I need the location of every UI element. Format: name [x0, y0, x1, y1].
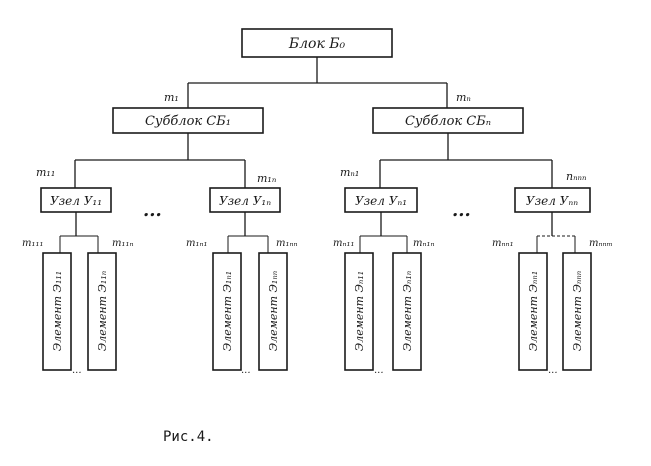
element-label: Элемент Эₙₙ₁: [527, 271, 540, 351]
ellipsis: ...: [143, 200, 162, 221]
ellipsis: ...: [452, 200, 471, 221]
weight-label: mₙ₁ₙ: [413, 238, 435, 249]
element-label: Элемент Э₁₁₁: [51, 271, 64, 351]
element-box: [87, 252, 117, 371]
ellipsis: ...: [72, 365, 82, 376]
node-label: Узел У₁ₙ: [219, 194, 271, 208]
weight-label: mₙₙₘ: [589, 238, 613, 249]
element-box: [562, 252, 592, 371]
node-label: Узел Уₙₙ: [526, 194, 578, 208]
node-label: Узел У₁₁: [50, 194, 102, 208]
hierarchy-diagram: Блок Б₀ m₁ mₙ Субблок СБ₁ Субблок СБₙ m₁…: [22, 28, 613, 376]
node-box: [514, 187, 591, 213]
weight-label: mₙₙ₁: [492, 238, 514, 249]
subblock-box: [372, 107, 524, 134]
element-box: [518, 252, 548, 371]
figure-caption: Рис.4.: [163, 429, 214, 445]
element-box: [392, 252, 422, 371]
element-label: Элемент Эₙₙₙ: [571, 271, 584, 352]
weight-label: mₙ₁: [340, 166, 359, 179]
weight-label: mₙ₁₁: [333, 238, 355, 249]
ellipsis: ...: [548, 365, 558, 376]
weight-label: m₁₁₁: [22, 238, 44, 249]
element-label: Элемент Э₁ₙₙ: [267, 271, 280, 351]
element-label: Элемент Эₙ₁ₙ: [401, 271, 414, 351]
weight-label: m₁: [164, 91, 179, 104]
node-label: Узел Уₙ₁: [355, 194, 407, 208]
subblock-label: Субблок СБ₁: [145, 114, 231, 129]
element-label: Элемент Эₙ₁₁: [353, 271, 366, 351]
weight-label: m₁₁ₙ: [112, 238, 134, 249]
element-label: Элемент Э₁ₙ₁: [221, 271, 234, 351]
element-box: [42, 252, 72, 371]
ellipsis: ...: [374, 365, 384, 376]
weight-label: m₁ₙₙ: [276, 238, 298, 249]
weight-label: m₁₁: [36, 166, 55, 179]
element-box: [344, 252, 374, 371]
element-box: [212, 252, 242, 371]
node-box: [40, 187, 112, 213]
element-box: [258, 252, 288, 371]
weight-label: m₁ₙ₁: [186, 238, 208, 249]
root-box: [241, 28, 393, 58]
subblock-label: Субблок СБₙ: [405, 114, 491, 129]
weight-label: mₙ: [456, 91, 471, 104]
ellipsis: ...: [241, 365, 251, 376]
element-label: Элемент Э₁₁ₙ: [96, 271, 109, 351]
root-label: Блок Б₀: [288, 36, 346, 52]
weight-label: m₁ₙ: [257, 172, 276, 185]
weight-label: nₙₙₙ: [566, 170, 586, 183]
